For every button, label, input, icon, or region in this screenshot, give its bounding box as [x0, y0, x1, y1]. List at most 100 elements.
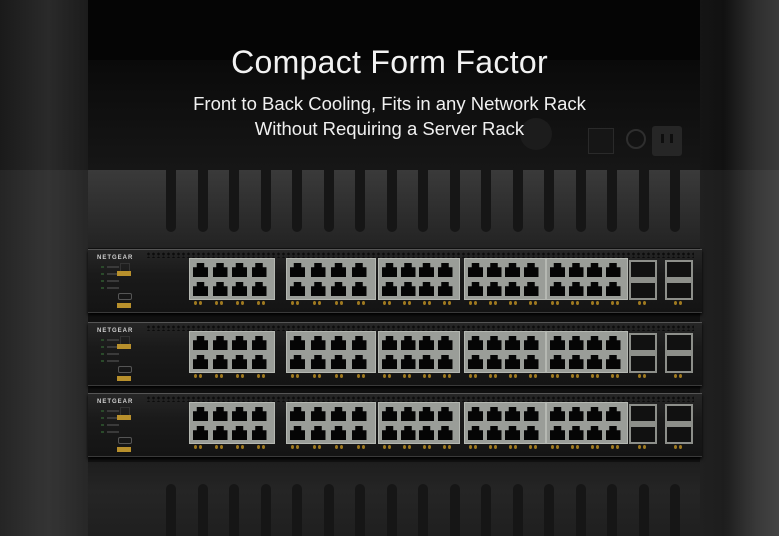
rj45-port [486, 282, 502, 296]
rj45-port [505, 282, 520, 296]
sfp-divider [667, 350, 691, 356]
vent-slot [355, 164, 365, 232]
port-led [215, 301, 218, 305]
rj45-port [382, 407, 397, 421]
port-led [534, 301, 537, 305]
sfp-cage [665, 333, 693, 373]
rj45-port [290, 282, 305, 296]
rj45-port [486, 426, 502, 440]
vent-slot [197, 484, 208, 536]
rj45-port [550, 426, 565, 440]
rj45-port [587, 282, 602, 296]
rj45-port [310, 355, 326, 369]
led-label [107, 410, 119, 412]
rack-right-rail [700, 0, 779, 536]
rj45-port [232, 426, 247, 440]
rj45-port [290, 355, 305, 369]
port-led [335, 445, 338, 449]
sfp-divider [631, 277, 655, 283]
port-led [611, 445, 614, 449]
port-led [443, 445, 446, 449]
rj45-port [568, 336, 584, 350]
port-led [448, 374, 451, 378]
rj45-port [310, 336, 326, 350]
switch-brand-label: NETGEAR [97, 399, 134, 405]
rj45-port [290, 426, 305, 440]
vent-slot [638, 164, 649, 232]
led-label [107, 431, 119, 433]
rj45-port [523, 336, 539, 350]
rj45-port [605, 282, 621, 296]
rj45-port-group [189, 402, 275, 444]
vent-slot [575, 484, 586, 536]
rj45-port [290, 263, 305, 277]
vent-slot [323, 484, 334, 536]
port-led [236, 301, 239, 305]
port-led [616, 374, 619, 378]
rj45-port-group [464, 258, 546, 300]
port-led [596, 301, 599, 305]
port-led [388, 301, 391, 305]
rj45-port [331, 355, 346, 369]
rj45-port [587, 407, 602, 421]
led-label [107, 287, 119, 289]
hero-title: Compact Form Factor [231, 44, 548, 80]
rj45-port [310, 282, 326, 296]
sfp-cage [665, 404, 693, 444]
port-led [474, 301, 477, 305]
port-led [576, 374, 579, 378]
rj45-port [193, 263, 208, 277]
rj45-port [382, 282, 397, 296]
port-led [596, 445, 599, 449]
port-led [335, 301, 338, 305]
rj45-port [351, 263, 367, 277]
port-led [494, 445, 497, 449]
rj45-port [419, 407, 434, 421]
port-led [529, 374, 532, 378]
rj45-port [437, 355, 453, 369]
vent-slot [418, 164, 428, 232]
rj45-port [523, 426, 539, 440]
rj45-port-group [189, 331, 275, 373]
rj45-port [310, 263, 326, 277]
rj45-port [568, 355, 584, 369]
port-led [215, 445, 218, 449]
port-led [509, 301, 512, 305]
port-led [428, 374, 431, 378]
rj45-port [550, 407, 565, 421]
port-led [571, 445, 574, 449]
port-led [529, 301, 532, 305]
status-led [101, 424, 104, 426]
port-led [576, 301, 579, 305]
port-led [576, 445, 579, 449]
port-led [262, 374, 265, 378]
port-led [262, 445, 265, 449]
rack-power-ring [626, 129, 646, 149]
status-led [101, 339, 104, 341]
port-led [313, 445, 316, 449]
port-led [215, 374, 218, 378]
vent-slot [607, 164, 617, 232]
port-led [514, 374, 517, 378]
sfp-cage [629, 260, 657, 300]
port-led [423, 445, 426, 449]
perforation-strip [146, 396, 694, 402]
port-led [514, 445, 517, 449]
vent-slot [197, 164, 208, 232]
port-led [529, 445, 532, 449]
port-led [340, 301, 343, 305]
led-label [107, 424, 119, 426]
port-led [494, 301, 497, 305]
led-label [107, 266, 119, 268]
port-led [236, 374, 239, 378]
rj45-port [437, 426, 453, 440]
vent-slot [544, 484, 554, 536]
port-led [291, 301, 294, 305]
rj45-port [419, 282, 434, 296]
port-led [551, 301, 554, 305]
rj45-port [419, 336, 434, 350]
rj45-port [568, 282, 584, 296]
port-led [362, 301, 365, 305]
rj45-port [419, 426, 434, 440]
